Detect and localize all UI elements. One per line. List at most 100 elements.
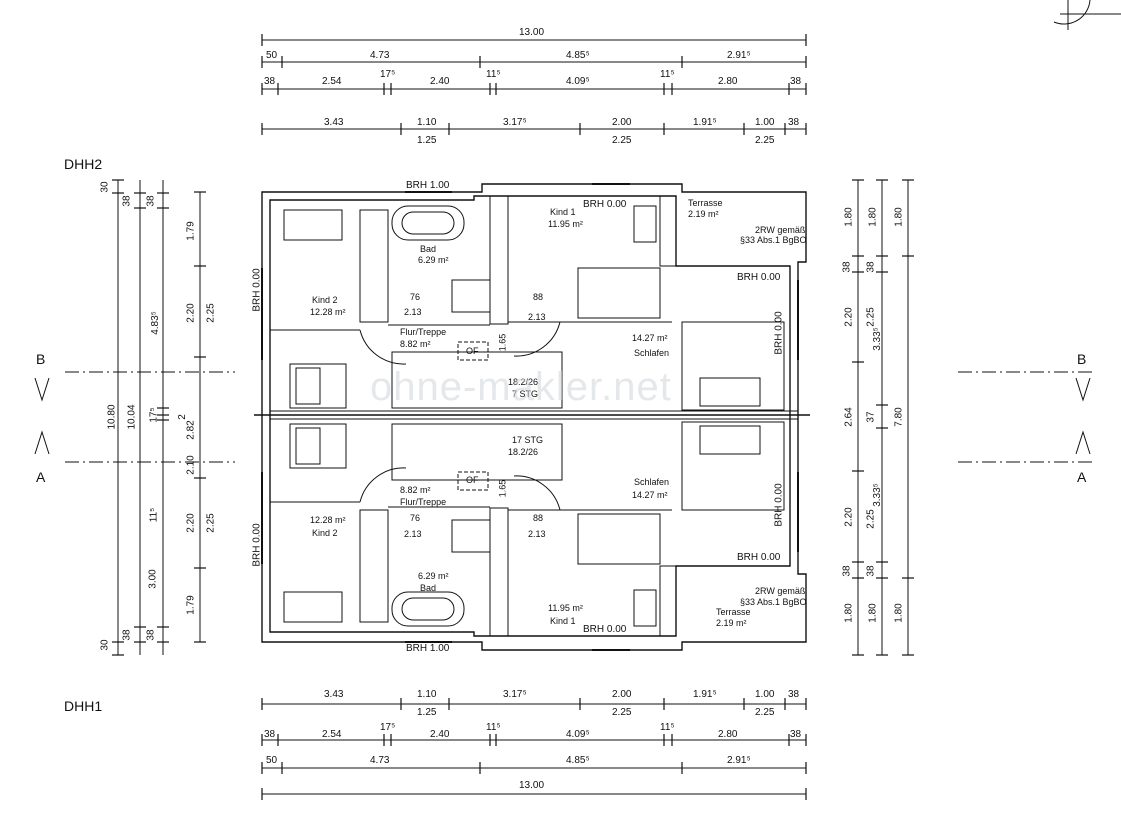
room-area: 2.19 m² <box>716 618 747 628</box>
dim-right: 2.25 <box>865 509 877 529</box>
dim-top: 3.43 <box>324 117 344 128</box>
dim-left: 1.79 <box>185 595 197 615</box>
rw-note: §33 Abs.1 BgBO <box>740 597 807 607</box>
room-name: Flur/Treppe <box>400 327 447 337</box>
stair-note: 7 STG <box>512 389 539 399</box>
dim-top: 2.25 <box>755 135 775 146</box>
dim-top: 4.09⁵ <box>566 76 590 87</box>
brh-label: BRH 0.00 <box>737 552 781 563</box>
room-area: 6.29 m² <box>418 571 449 581</box>
dim-left: 2.20 <box>185 513 197 533</box>
dim-bottom: 2.25 <box>755 707 775 718</box>
dim-top: 1.25 <box>417 135 437 146</box>
brh-label: BRH 0.00 <box>251 268 263 312</box>
dim-bottom-total: 13.00 <box>519 780 545 791</box>
dim-top: 38 <box>790 76 802 87</box>
dim-top: 38 <box>264 76 276 87</box>
door-height: 2.13 <box>528 529 546 539</box>
dim-top: 2.00 <box>612 117 632 128</box>
dim-top: 50 <box>266 50 278 61</box>
brh-label: BRH 0.00 <box>583 624 627 635</box>
dim-bottom: 17⁵ <box>380 722 396 733</box>
door-width: 76 <box>410 292 421 302</box>
dim-left: 30 <box>99 639 111 651</box>
dim-top: 1.10 <box>417 117 437 128</box>
dim-bottom: 2.40 <box>430 729 450 740</box>
dim-left: 2.82 <box>185 420 197 440</box>
dim-top-total: 13.00 <box>519 27 545 38</box>
dim-top: 2.91⁵ <box>727 50 751 61</box>
dim-bottom: 2.54 <box>322 729 342 740</box>
dim-top: 2.40 <box>430 76 450 87</box>
dim-165: 1.65 <box>497 333 508 352</box>
stair-note: 17 STG <box>512 435 544 445</box>
door-height: 2.13 <box>404 307 422 317</box>
dim-bottom: 1.91⁵ <box>693 689 717 700</box>
dim-left: 38 <box>121 195 133 207</box>
room-name: Kind 1 <box>550 207 576 217</box>
rw-note: 2RW gemäß <box>755 586 806 596</box>
dim-right: 2.20 <box>843 507 855 527</box>
stair-note: 18.2/26 <box>508 447 539 457</box>
brh-label: BRH 0.00 <box>773 311 785 355</box>
watermark-logo: ohne-makler.net <box>370 365 672 409</box>
door-height: 2.13 <box>528 312 546 322</box>
dim-left: 38 <box>145 195 157 207</box>
room-name: Schlafen <box>634 348 670 358</box>
dim-left: 1.79 <box>185 221 197 241</box>
dim-left: 38 <box>121 629 133 641</box>
dim-top: 11⁵ <box>486 69 501 80</box>
brh-label: BRH 0.00 <box>773 483 785 527</box>
brh-label: BRH 0.00 <box>583 199 627 210</box>
room-area: 6.29 m² <box>418 255 449 265</box>
dim-left: 2.10 <box>185 455 197 475</box>
dim-left: 10.04 <box>126 404 138 430</box>
brh-label: BRH 0.00 <box>251 523 263 567</box>
dim-bottom: 4.85⁵ <box>566 755 590 766</box>
rw-note: 2RW gemäß <box>755 225 806 235</box>
dim-right: 2.64 <box>843 407 855 427</box>
house-label-dhh2: DHH2 <box>64 156 103 172</box>
dim-top: 1.00 <box>755 117 775 128</box>
dim-right: 38 <box>841 261 853 273</box>
dim-bottom: 4.73 <box>370 755 390 766</box>
room-area: 2.19 m² <box>688 209 719 219</box>
room-area: 12.28 m² <box>310 307 346 317</box>
dim-bottom: 11⁵ <box>660 722 675 733</box>
dim-bottom: 50 <box>266 755 278 766</box>
dim-left: 38 <box>145 629 157 641</box>
room-area: 12.28 m² <box>310 515 346 525</box>
of-label: OF <box>466 346 479 356</box>
room-name: Flur/Treppe <box>400 497 447 507</box>
dim-top: 11⁵ <box>660 69 675 80</box>
dim-bottom: 38 <box>788 689 800 700</box>
door-width: 76 <box>410 513 421 523</box>
door-width: 88 <box>533 513 544 523</box>
dim-left: 2.20 <box>185 303 197 323</box>
dim-left: 10.80 <box>106 404 118 430</box>
dim-right: 2.20 <box>843 307 855 327</box>
section-marker-a-right: A <box>1077 469 1087 485</box>
stair-note: 18.2/26 <box>508 377 539 387</box>
dim-right: 3.33⁵ <box>871 327 883 351</box>
dim-bottom: 4.09⁵ <box>566 729 590 740</box>
dim-right: 1.80 <box>867 603 879 623</box>
dim-top: 2.54 <box>322 76 342 87</box>
room-name: Kind 2 <box>312 295 338 305</box>
dim-right: 1.80 <box>893 207 905 227</box>
dim-right: 37 <box>865 411 877 423</box>
dim-bottom: 1.25 <box>417 707 437 718</box>
dim-bottom: 11⁵ <box>486 722 501 733</box>
dim-right: 38 <box>865 261 877 273</box>
room-name: Kind 1 <box>550 616 576 626</box>
brh-label: BRH 1.00 <box>406 180 450 191</box>
dim-165: 1.65 <box>497 479 508 498</box>
dim-right: 3.33⁵ <box>871 483 883 507</box>
dim-bottom: 2.25 <box>612 707 632 718</box>
section-marker-b-right: B <box>1077 351 1087 367</box>
dim-right: 1.80 <box>843 207 855 227</box>
dim-bottom: 3.17⁵ <box>503 689 527 700</box>
dim-right: 38 <box>865 565 877 577</box>
room-area: 14.27 m² <box>632 490 668 500</box>
